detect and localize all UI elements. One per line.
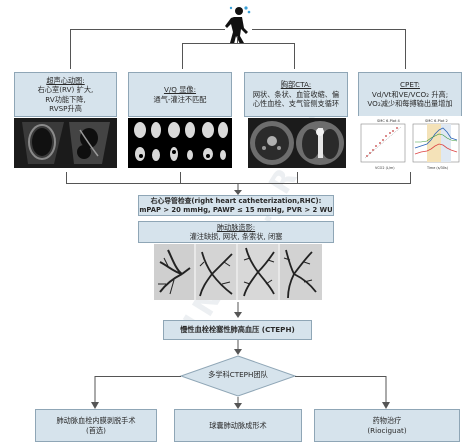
vq-line: 通气-灌注不匹配 <box>153 94 207 104</box>
cpet-line: VO₂减少和每搏输出量增加 <box>367 99 453 109</box>
connector <box>182 43 295 44</box>
pea-surgery-box: 肺动脉血栓内膜剥脱手术 (首选) <box>35 409 157 442</box>
arrow-down-icon <box>234 183 242 195</box>
treatment-sub: (首选) <box>86 425 106 435</box>
cta-title: 胸部CTA: <box>280 80 312 90</box>
echo-box: 超声心动图: 右心室(RV) 扩大, RV功能下降, RVSP升高 <box>14 72 117 117</box>
angiography-box: 肺动脉造影: 灌注缺损, 网状, 条索状, 闭塞 <box>138 221 334 243</box>
connector <box>410 172 411 184</box>
rhc-criteria: mPAP > 20 mmHg, PAWP ≤ 15 mmHg, PVR > 2 … <box>139 205 333 214</box>
connector <box>297 172 298 184</box>
arrow-down-icon <box>234 340 242 355</box>
vq-title: V/Q 显像: <box>163 85 197 95</box>
arrow-down-icon <box>382 376 390 409</box>
connector <box>95 376 181 377</box>
mdt-diamond <box>179 355 297 397</box>
vq-image <box>128 118 232 168</box>
connector <box>66 172 67 184</box>
angiography-image <box>154 244 322 300</box>
cpet-plots: SMC 6-Plot 4 VCO2 (L/m) SMC 6-Plot 2 Tim… <box>355 116 463 172</box>
connector <box>180 172 181 184</box>
cpet-right-xlabel: Time (s/30s) <box>426 166 449 170</box>
connector <box>70 29 71 69</box>
diagnosis-box: 慢性血栓栓塞性肺高血压 (CTEPH) <box>163 320 312 340</box>
treatment-label: 肺动脉血栓内膜剥脱手术 <box>56 416 136 426</box>
cpet-box: CPET: Vd/Vt和VE/VCO₂ 升高; VO₂减少和每搏输出量增加 <box>358 72 462 117</box>
mdt-label: 多学科CTEPH团队 <box>208 370 268 379</box>
diagnosis-label: 慢性血栓栓塞性肺高血压 (CTEPH) <box>180 325 295 335</box>
treatment-sub: (Riociguat) <box>367 425 407 435</box>
cpet-line: Vd/Vt和VE/VCO₂ 升高; <box>371 89 449 99</box>
connector <box>295 376 386 377</box>
echo-image <box>14 118 117 168</box>
arrow-down-icon <box>234 302 242 318</box>
cta-box: 胸部CTA: 网状、条状、血管收缩、偏 心性血栓、支气管侧支循环 <box>244 72 348 117</box>
arrow-down-icon <box>91 376 99 409</box>
arrow-down-icon <box>234 397 242 409</box>
angiography-findings: 灌注缺损, 网状, 条索状, 闭塞 <box>189 232 283 241</box>
connector <box>294 43 295 69</box>
cpet-left-title: SMC 6-Plot 4 <box>377 119 401 123</box>
person-walking-icon <box>225 6 251 44</box>
treatment-label: 球囊肺动脉成形术 <box>209 420 267 430</box>
cta-image <box>248 118 346 168</box>
cpet-left-xlabel: VCO2 (L/m) <box>375 166 395 170</box>
connector <box>252 29 406 30</box>
connector <box>237 36 238 44</box>
echo-line: RVSP升高 <box>49 103 82 113</box>
cta-line: 心性血栓、支气管侧支循环 <box>252 99 340 109</box>
connector <box>405 29 406 69</box>
connector <box>70 29 225 30</box>
rhc-box: 右心导管检查(right heart catheterization,RHC):… <box>138 195 334 216</box>
bpa-box: 球囊肺动脉成形术 <box>174 409 302 442</box>
echo-line: RV功能下降, <box>45 94 86 104</box>
vq-box: V/Q 显像: 通气-灌注不匹配 <box>128 72 232 117</box>
rhc-title: 右心导管检查(right heart catheterization,RHC): <box>150 196 322 205</box>
treatment-label: 药物治疗 <box>372 416 402 426</box>
echo-title: 超声心动图: <box>46 75 85 85</box>
cpet-right-title: SMC 6-Plot 2 <box>425 119 448 123</box>
echo-line: 右心室(RV) 扩大, <box>37 85 94 95</box>
connector <box>182 43 183 69</box>
medication-box: 药物治疗 (Riociguat) <box>314 409 460 442</box>
cta-line: 网状、条状、血管收缩、偏 <box>252 89 340 99</box>
angiography-title: 肺动脉造影: <box>216 222 256 232</box>
cpet-title: CPET: <box>400 80 420 90</box>
